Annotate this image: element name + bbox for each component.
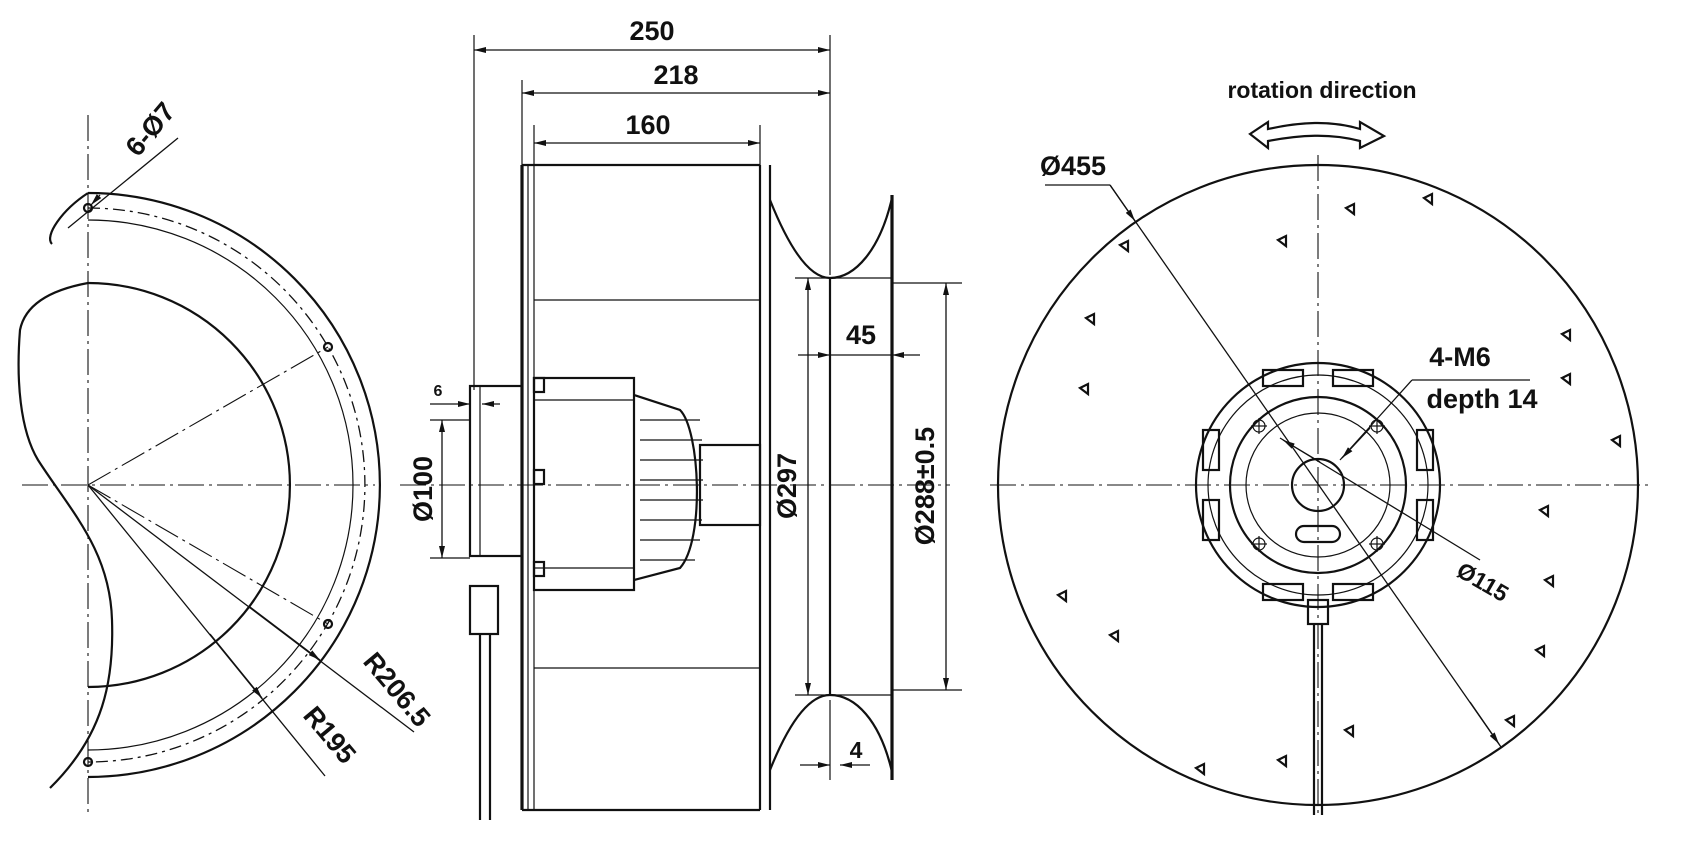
- dim-6-label: 6: [434, 383, 443, 400]
- dia-115-label: Ø115: [1453, 557, 1514, 607]
- break-contour: [17, 281, 114, 789]
- inlet-curve-top: [768, 197, 894, 280]
- outer-ring-arc: [87, 191, 382, 779]
- motor-flange: [468, 384, 524, 558]
- dia-115-arrow: [1282, 439, 1321, 463]
- hub-tab: [1415, 428, 1435, 472]
- radius-195-arrow: [209, 633, 263, 699]
- dia-455-line: [1109, 184, 1502, 748]
- dim-45-label: 45: [846, 320, 876, 350]
- dim-dia-297-label: Ø297: [772, 453, 802, 519]
- thread-arrow: [1341, 427, 1371, 459]
- holes-leader: [67, 137, 179, 229]
- side-view: 250 218 160: [400, 16, 962, 820]
- inlet-curve-bottom: [768, 693, 894, 773]
- hub-tab: [1331, 582, 1375, 602]
- motor-shaft-hub: [698, 443, 762, 527]
- thread-hole: [1251, 418, 1267, 434]
- hub-tab: [1261, 582, 1305, 602]
- shaft-circle: [1290, 457, 1346, 513]
- dim-160-label: 160: [625, 110, 670, 140]
- holes-label: 6-Ø7: [120, 97, 182, 162]
- front-view: Ø455 Ø115 4-M6 depth 14 rotation directi…: [990, 77, 1650, 815]
- thread-hole: [1369, 418, 1385, 434]
- motor-housing: [532, 376, 636, 592]
- hole-marker: [322, 618, 334, 630]
- inner-ring-arc: [87, 219, 354, 751]
- hub-ring: [1207, 374, 1429, 596]
- bolt: [532, 560, 546, 578]
- radius-206-arrow: [249, 606, 321, 661]
- radius-195-label: R195: [297, 701, 361, 770]
- dia-455-label: Ø455: [1040, 151, 1106, 181]
- hub-tab: [1415, 498, 1435, 542]
- radial-line: [87, 346, 329, 486]
- dia-455-arrow-end: [1469, 701, 1500, 745]
- bolt: [532, 376, 546, 394]
- dim-dia-288-label: Ø288±0.5: [910, 427, 940, 545]
- hub-inner-ring: [1228, 395, 1408, 575]
- bolt: [532, 468, 546, 486]
- cable-gland: [468, 584, 500, 636]
- bolt-circle-arc: [87, 207, 366, 763]
- outer-disk: [996, 163, 1640, 807]
- break-line-top: [49, 192, 89, 245]
- hub-slot: [1294, 524, 1342, 544]
- dim-4-label: 4: [850, 737, 863, 763]
- blade-markers: [1055, 192, 1622, 777]
- hub-ring-inner: [1245, 412, 1391, 558]
- dim-218-label: 218: [653, 60, 698, 90]
- hub-tab: [1261, 368, 1305, 388]
- radius-195-line: [87, 484, 326, 777]
- front-cable-gland: [1306, 598, 1330, 626]
- hole-marker: [82, 756, 94, 768]
- dia-455-arrow: [1109, 184, 1136, 222]
- hub-outer-ring: [1194, 361, 1442, 609]
- thread-hole: [1369, 536, 1385, 552]
- depth-label: depth 14: [1426, 384, 1537, 414]
- motor-fins-outline: [633, 393, 698, 582]
- dim-dia-100-label: Ø100: [408, 456, 438, 522]
- rotation-arrow-icon: [1248, 119, 1387, 151]
- hub-tab: [1201, 428, 1221, 472]
- inlet-opening-arc: [87, 281, 292, 689]
- left-partial-view: 6-Ø7 R206.5 R195: [17, 97, 436, 812]
- dim-250-label: 250: [629, 16, 674, 46]
- hub-tab: [1201, 498, 1221, 542]
- hub-tab: [1331, 368, 1375, 388]
- radial-line: [87, 484, 329, 625]
- rotation-label: rotation direction: [1227, 77, 1416, 103]
- holes-arrow: [90, 194, 102, 206]
- thread-hole: [1251, 536, 1267, 552]
- hole-marker: [322, 341, 334, 353]
- thread-label: 4-M6: [1429, 342, 1491, 372]
